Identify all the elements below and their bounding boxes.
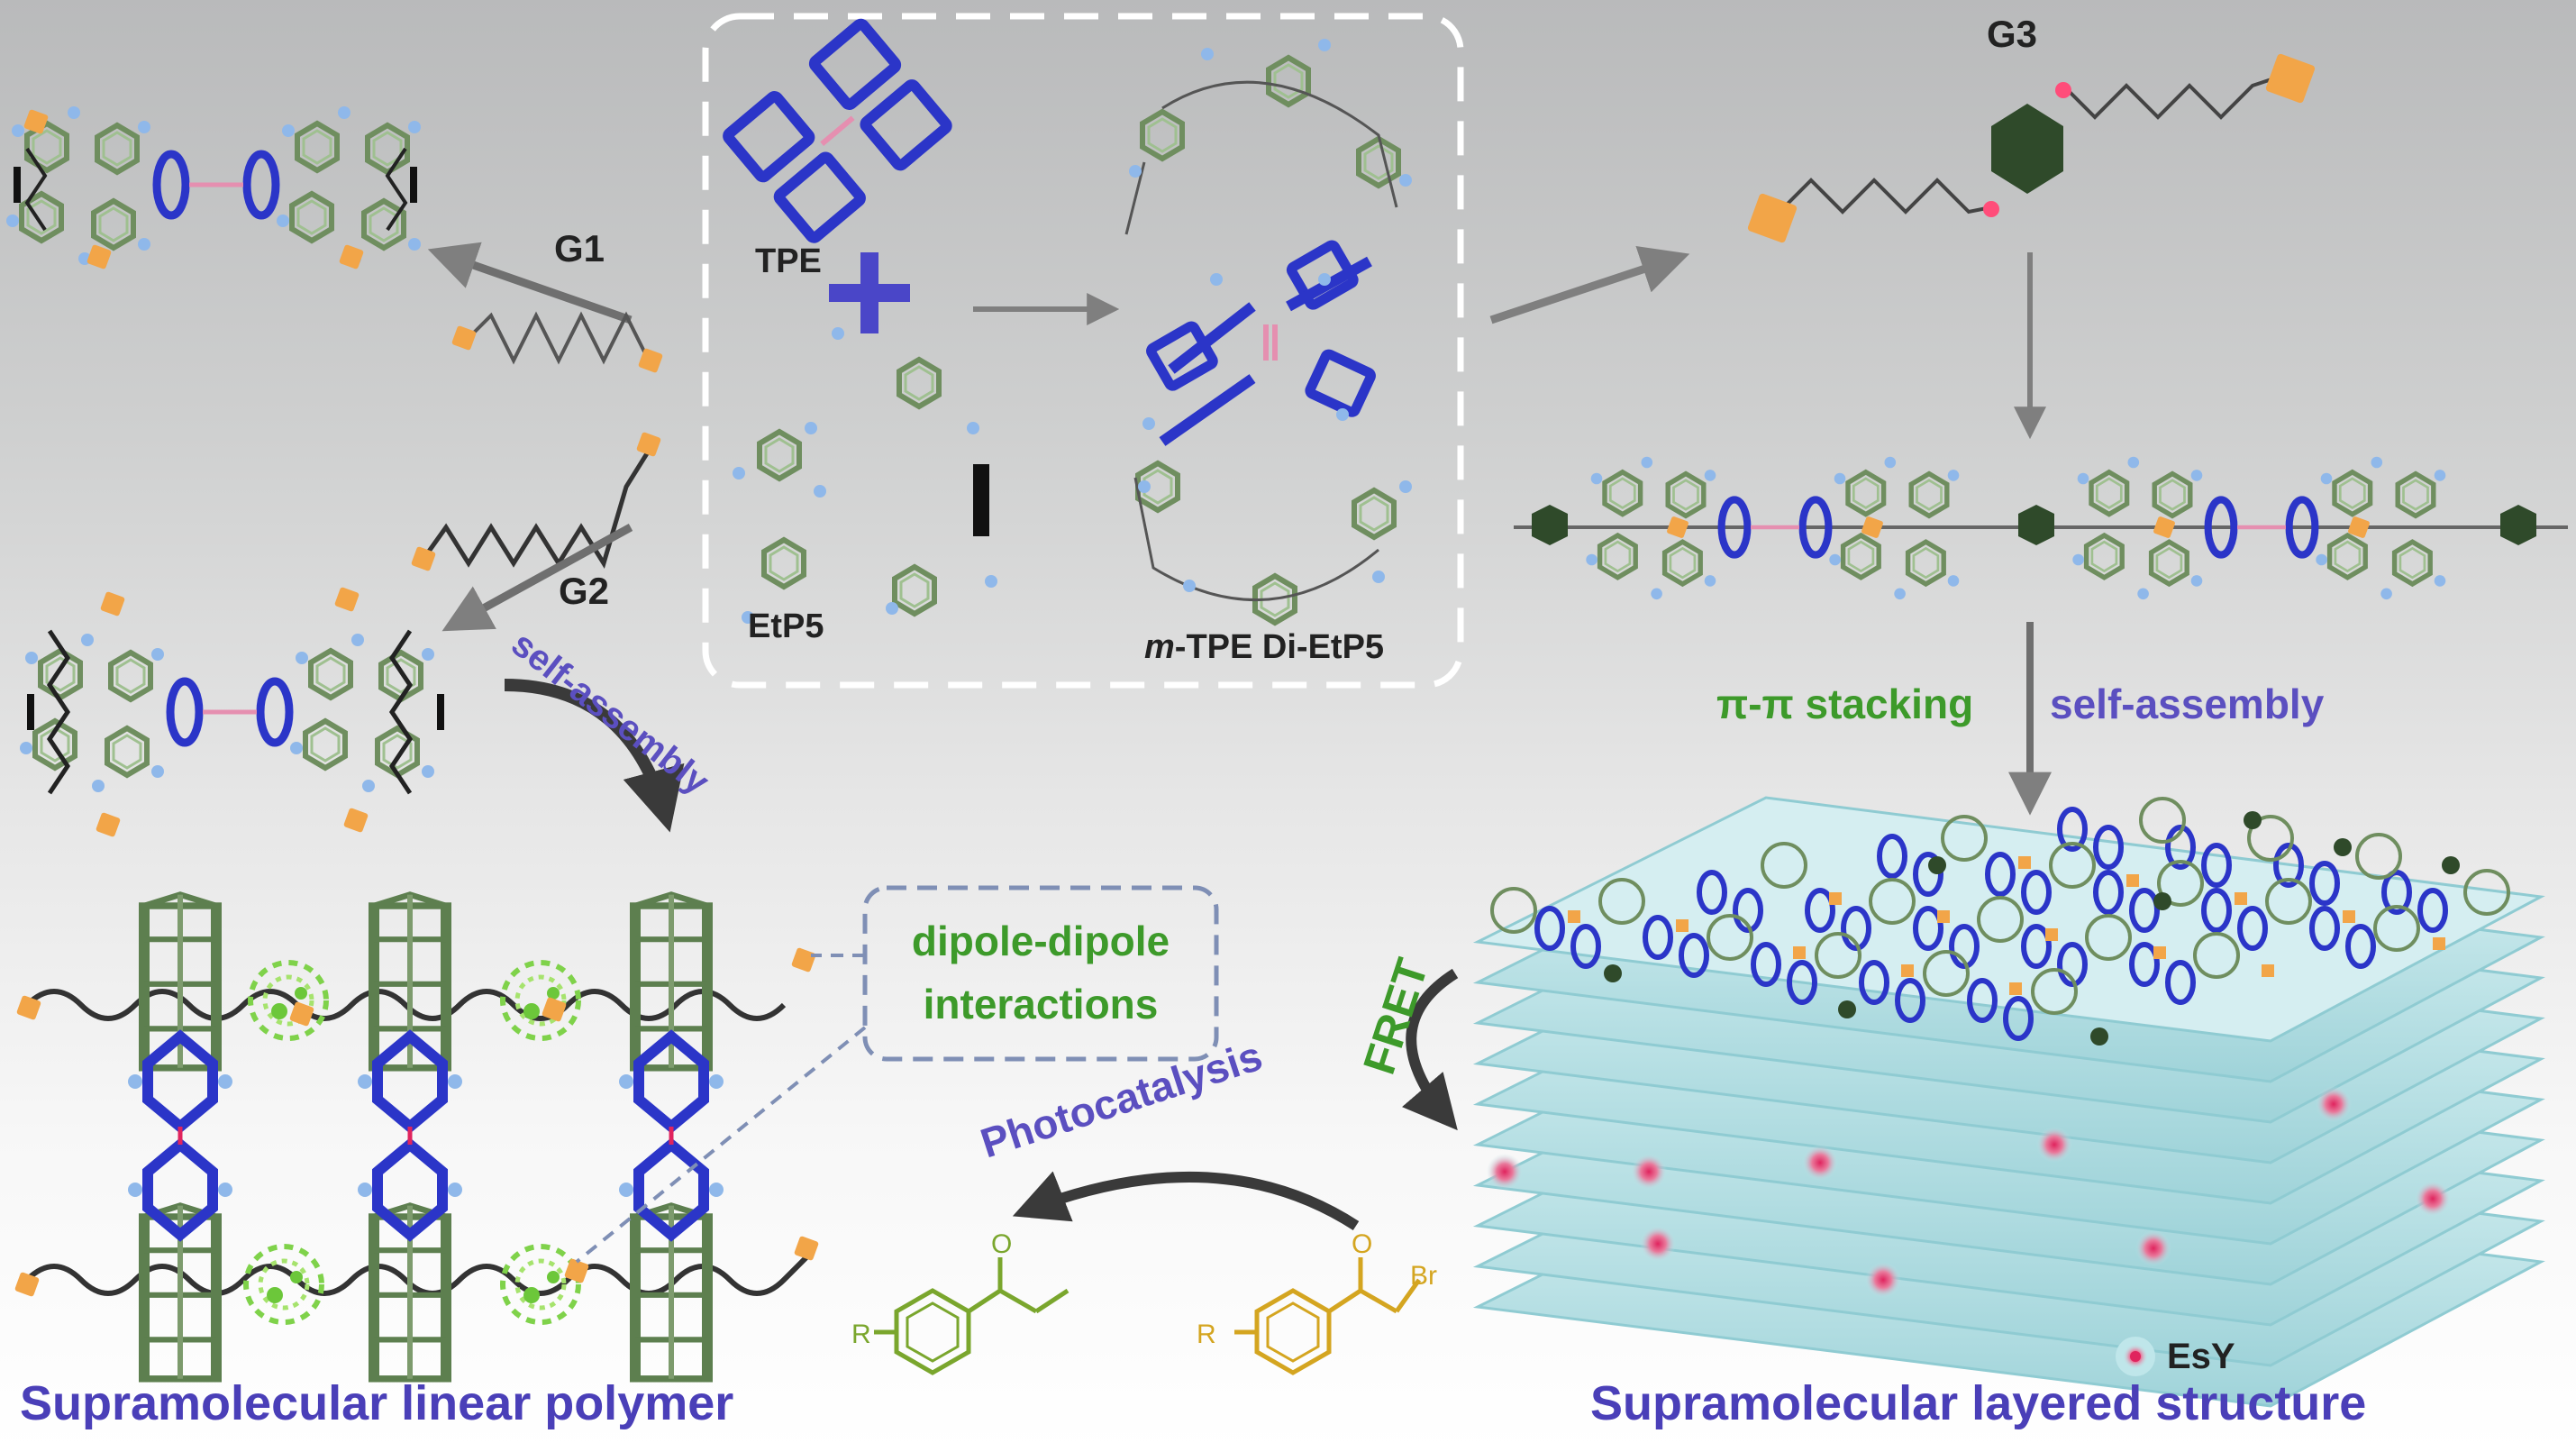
product-structure bbox=[874, 1257, 1070, 1375]
product-o: O bbox=[991, 1229, 1012, 1259]
layered-structure bbox=[1472, 796, 2545, 1408]
self-assembly-left-label: self-assembly bbox=[504, 624, 716, 802]
reactant-structure bbox=[1234, 1257, 1422, 1375]
pi-stacking-label: π-π stacking bbox=[1716, 680, 1973, 727]
esy-legend-label: EsY bbox=[2167, 1337, 2235, 1376]
esy-legend-icon bbox=[2116, 1337, 2155, 1376]
dipole-box bbox=[575, 885, 1219, 1264]
plus-sign bbox=[829, 252, 910, 333]
g3-arrow bbox=[1489, 246, 1690, 324]
g2-guest-chain bbox=[410, 431, 662, 572]
reactant-r: R bbox=[1197, 1320, 1216, 1349]
g2-complex bbox=[20, 586, 444, 838]
caption-linear-polymer: Supramolecular linear polymer bbox=[20, 1376, 733, 1430]
g1-guest-chain bbox=[451, 311, 664, 374]
g1-arrow bbox=[427, 242, 633, 324]
self-assembly-right-label: self-assembly bbox=[2050, 680, 2325, 727]
photocatalysis-arrow bbox=[1012, 1171, 1360, 1231]
caption-layered-structure: Supramolecular layered structure bbox=[1590, 1376, 2366, 1430]
g3-polymer-chain bbox=[1514, 457, 2568, 599]
g3-molecule bbox=[1747, 53, 2316, 243]
mtpe-label: m-TPE Di-EtP5 bbox=[1144, 628, 1384, 666]
reactant-br: Br bbox=[1410, 1261, 1437, 1291]
fret-arrow bbox=[1401, 968, 1459, 1131]
product-r: R bbox=[851, 1320, 871, 1349]
center-reaction-box bbox=[702, 13, 1464, 689]
dipole-label-line1: dipole-dipole bbox=[912, 918, 1170, 964]
etp5-molecule bbox=[733, 327, 997, 624]
sheet-stack bbox=[1472, 796, 2545, 1408]
g1-label: G1 bbox=[554, 227, 605, 269]
linear-polymer bbox=[14, 895, 820, 1379]
dipole-label-line2: interactions bbox=[924, 981, 1159, 1027]
tpe-molecule bbox=[723, 18, 952, 243]
g2-label: G2 bbox=[559, 570, 609, 612]
g2-arrow bbox=[441, 524, 633, 632]
photocatalysis-label: Photocatalysis bbox=[975, 1032, 1268, 1167]
mtpe-di-etp5-molecule bbox=[1124, 39, 1412, 623]
esy-dots bbox=[1487, 1086, 2451, 1298]
fret-label: FRET bbox=[1353, 953, 1438, 1080]
g1-complex bbox=[6, 106, 421, 270]
g3-label: G3 bbox=[1987, 13, 2037, 55]
tpe-label: TPE bbox=[755, 242, 822, 280]
self-assembly-left-arrow bbox=[504, 679, 685, 833]
etp5-label: EtP5 bbox=[748, 607, 824, 645]
reactant-o: O bbox=[1352, 1229, 1372, 1259]
top-layer-pattern bbox=[1490, 797, 2510, 1046]
